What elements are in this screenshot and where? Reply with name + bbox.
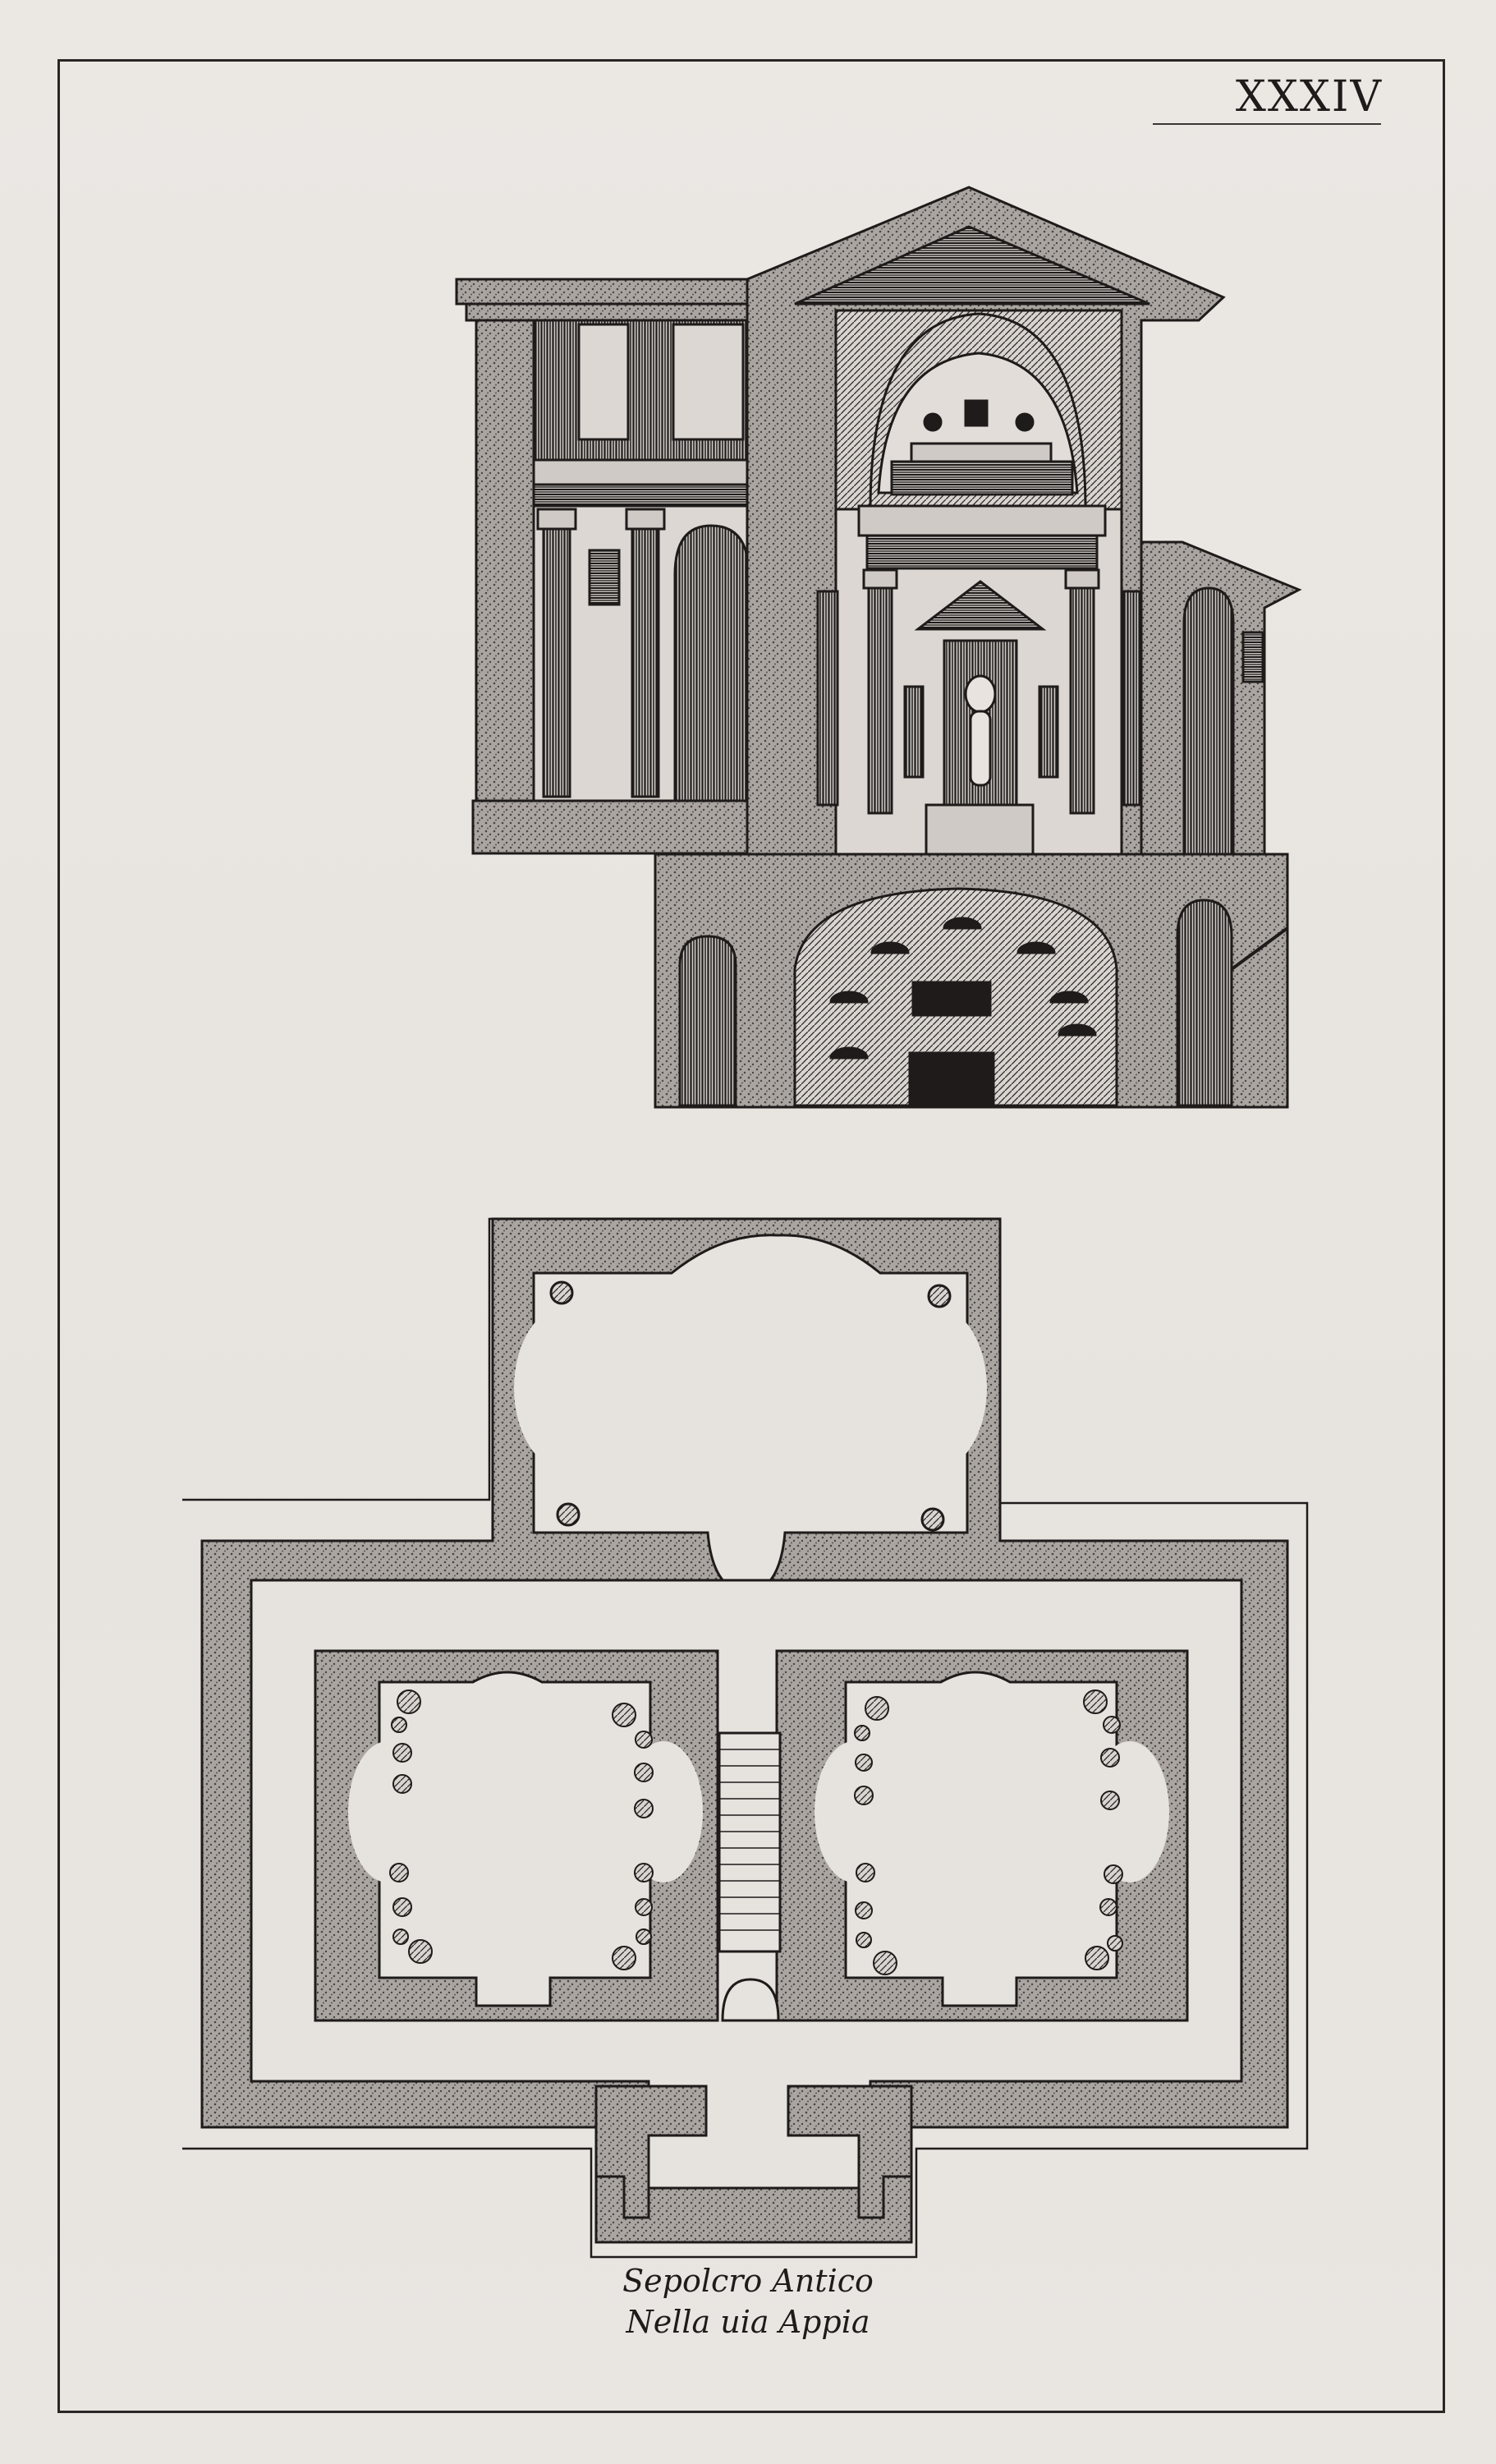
plate-caption-title: Sepolcro Antico: [622, 2263, 874, 2299]
plate-border: [57, 59, 1445, 2413]
plate-number: XXXIV: [1235, 72, 1383, 122]
ground-plan: [182, 1217, 1309, 2259]
plate-number-underline: [1153, 123, 1381, 125]
plate-caption-subtitle: Nella uia Appia: [626, 2304, 870, 2340]
section-elevation: [455, 186, 1302, 1109]
